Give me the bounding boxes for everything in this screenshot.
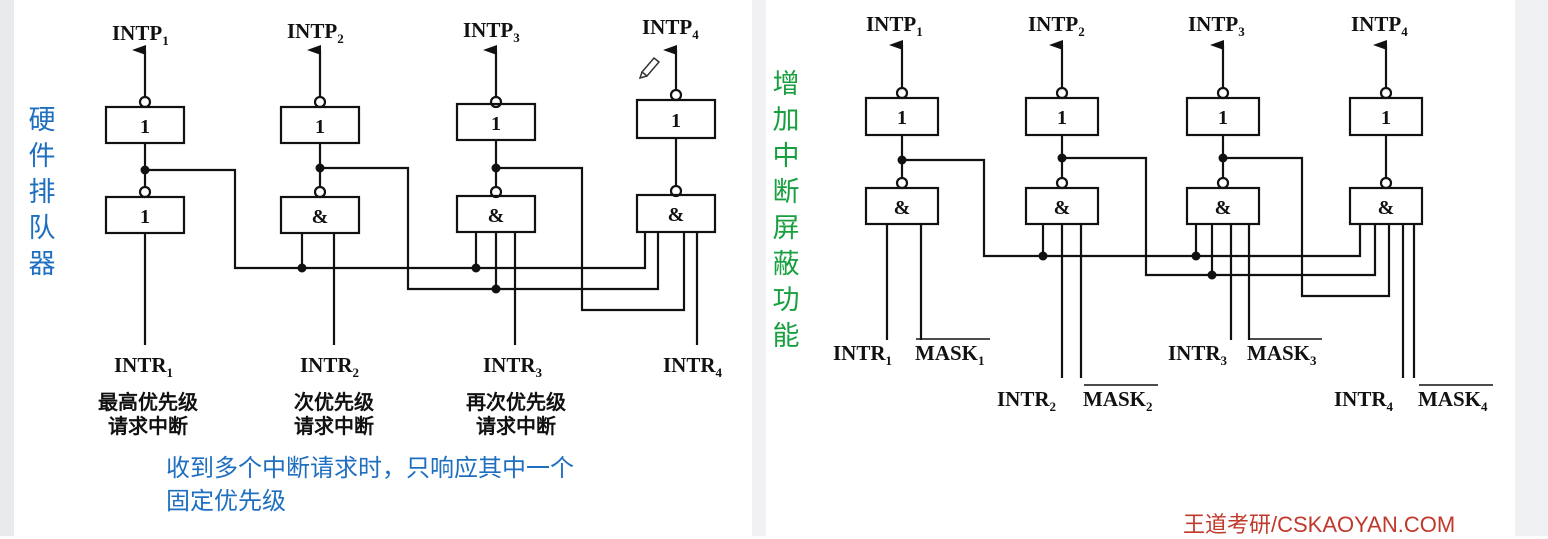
left-intr2-label: INTR2 — [300, 353, 359, 380]
left-bottom-gate-2 — [279, 195, 361, 235]
left-priority-notes: 最高优先级 请求中断 次优先级 请求中断 再次优先级 请求中断 — [98, 390, 566, 438]
right-output-labels: INTP1 INTP2 INTP3 INTP4 — [866, 12, 1408, 39]
right-intp1-label: INTP1 — [866, 12, 923, 39]
right-intp2-label: INTP2 — [1028, 12, 1085, 39]
svg-text:1: 1 — [1057, 107, 1067, 129]
left-priority-circuit — [104, 45, 717, 345]
left-output-labels: INTP1 INTP2 INTP3 INTP4 — [112, 15, 699, 48]
pencil-icon — [638, 56, 661, 80]
right-intr2-label: INTR2 — [997, 387, 1056, 414]
left-intp1-label: INTP1 — [112, 21, 169, 48]
right-bottom-gate-1 — [864, 186, 940, 226]
right-bottom-gate-4 — [1348, 186, 1424, 226]
left-intr3-label: INTR3 — [483, 353, 543, 380]
left-intp4-label: INTP4 — [642, 15, 699, 42]
svg-text:1: 1 — [1381, 107, 1391, 129]
right-edge-strip — [1515, 0, 1548, 536]
right-intr1-label: INTR1 — [833, 341, 892, 368]
left-junction-dots — [140, 163, 501, 294]
right-mask2-label: MASK2 — [1083, 387, 1153, 414]
svg-text:再次优先级: 再次优先级 — [466, 390, 566, 414]
left-edge-strip — [0, 0, 14, 536]
right-input-labels: INTR1 INTR2 INTR3 INTR4 — [833, 341, 1394, 414]
right-mask1-label: MASK1 — [915, 341, 985, 368]
right-intp3-label: INTP3 — [1188, 12, 1245, 39]
svg-text:&: & — [312, 206, 329, 228]
svg-text:次优先级: 次优先级 — [294, 390, 374, 414]
mask-function-title: 增加中断屏蔽功能 — [772, 69, 800, 352]
svg-text:1: 1 — [140, 116, 150, 138]
left-input-labels: INTR1 INTR2 INTR3 INTR4 — [114, 353, 723, 380]
svg-text:&: & — [1215, 197, 1232, 219]
svg-text:最高优先级: 最高优先级 — [98, 390, 198, 414]
left-bottom-gate-4 — [635, 193, 717, 234]
svg-text:请求中断: 请求中断 — [294, 414, 374, 438]
right-bottom-gate-3 — [1185, 186, 1261, 226]
svg-text:1: 1 — [1218, 107, 1228, 129]
right-gate-symbols: 1 1 1 1 & & & & — [894, 107, 1395, 219]
right-junction-dots — [897, 153, 1228, 280]
right-mask3-label: MASK3 — [1247, 341, 1317, 368]
left-intp3-label: INTP3 — [463, 18, 520, 45]
svg-text:1: 1 — [897, 107, 907, 129]
footer-watermark: 王道考研/CSKAOYAN.COM — [1183, 512, 1456, 537]
left-gate-symbols: 1 1 1 1 1 & & & — [140, 110, 684, 228]
middle-divider-strip — [752, 0, 766, 536]
right-intr4-label: INTR4 — [1334, 387, 1394, 414]
priority-note: 收到多个中断请求时，只响应其中一个 固定优先级 — [166, 452, 574, 518]
left-intp2-label: INTP2 — [287, 19, 344, 46]
svg-text:&: & — [488, 205, 505, 227]
svg-text:&: & — [668, 204, 685, 226]
svg-text:1: 1 — [315, 116, 325, 138]
priority-note-line-1: 收到多个中断请求时，只响应其中一个 — [166, 454, 574, 482]
right-mask4-label: MASK4 — [1418, 387, 1488, 414]
right-intr3-label: INTR3 — [1168, 341, 1228, 368]
right-mask-labels: MASK1 MASK2 MASK3 MASK4 — [915, 338, 1493, 414]
right-mask-circuit — [864, 40, 1424, 378]
svg-text:请求中断: 请求中断 — [476, 414, 556, 438]
right-intp4-label: INTP4 — [1351, 12, 1408, 39]
svg-text:1: 1 — [491, 113, 501, 135]
svg-text:1: 1 — [140, 206, 150, 228]
svg-text:&: & — [894, 197, 911, 219]
svg-text:1: 1 — [671, 110, 681, 132]
left-intr4-label: INTR4 — [663, 353, 723, 380]
svg-text:&: & — [1378, 197, 1395, 219]
left-intr1-label: INTR1 — [114, 353, 173, 380]
priority-note-line-2: 固定优先级 — [166, 487, 286, 515]
hardware-queue-title: 硬件排队器 — [28, 105, 56, 280]
svg-text:请求中断: 请求中断 — [108, 414, 188, 438]
svg-text:&: & — [1054, 197, 1071, 219]
